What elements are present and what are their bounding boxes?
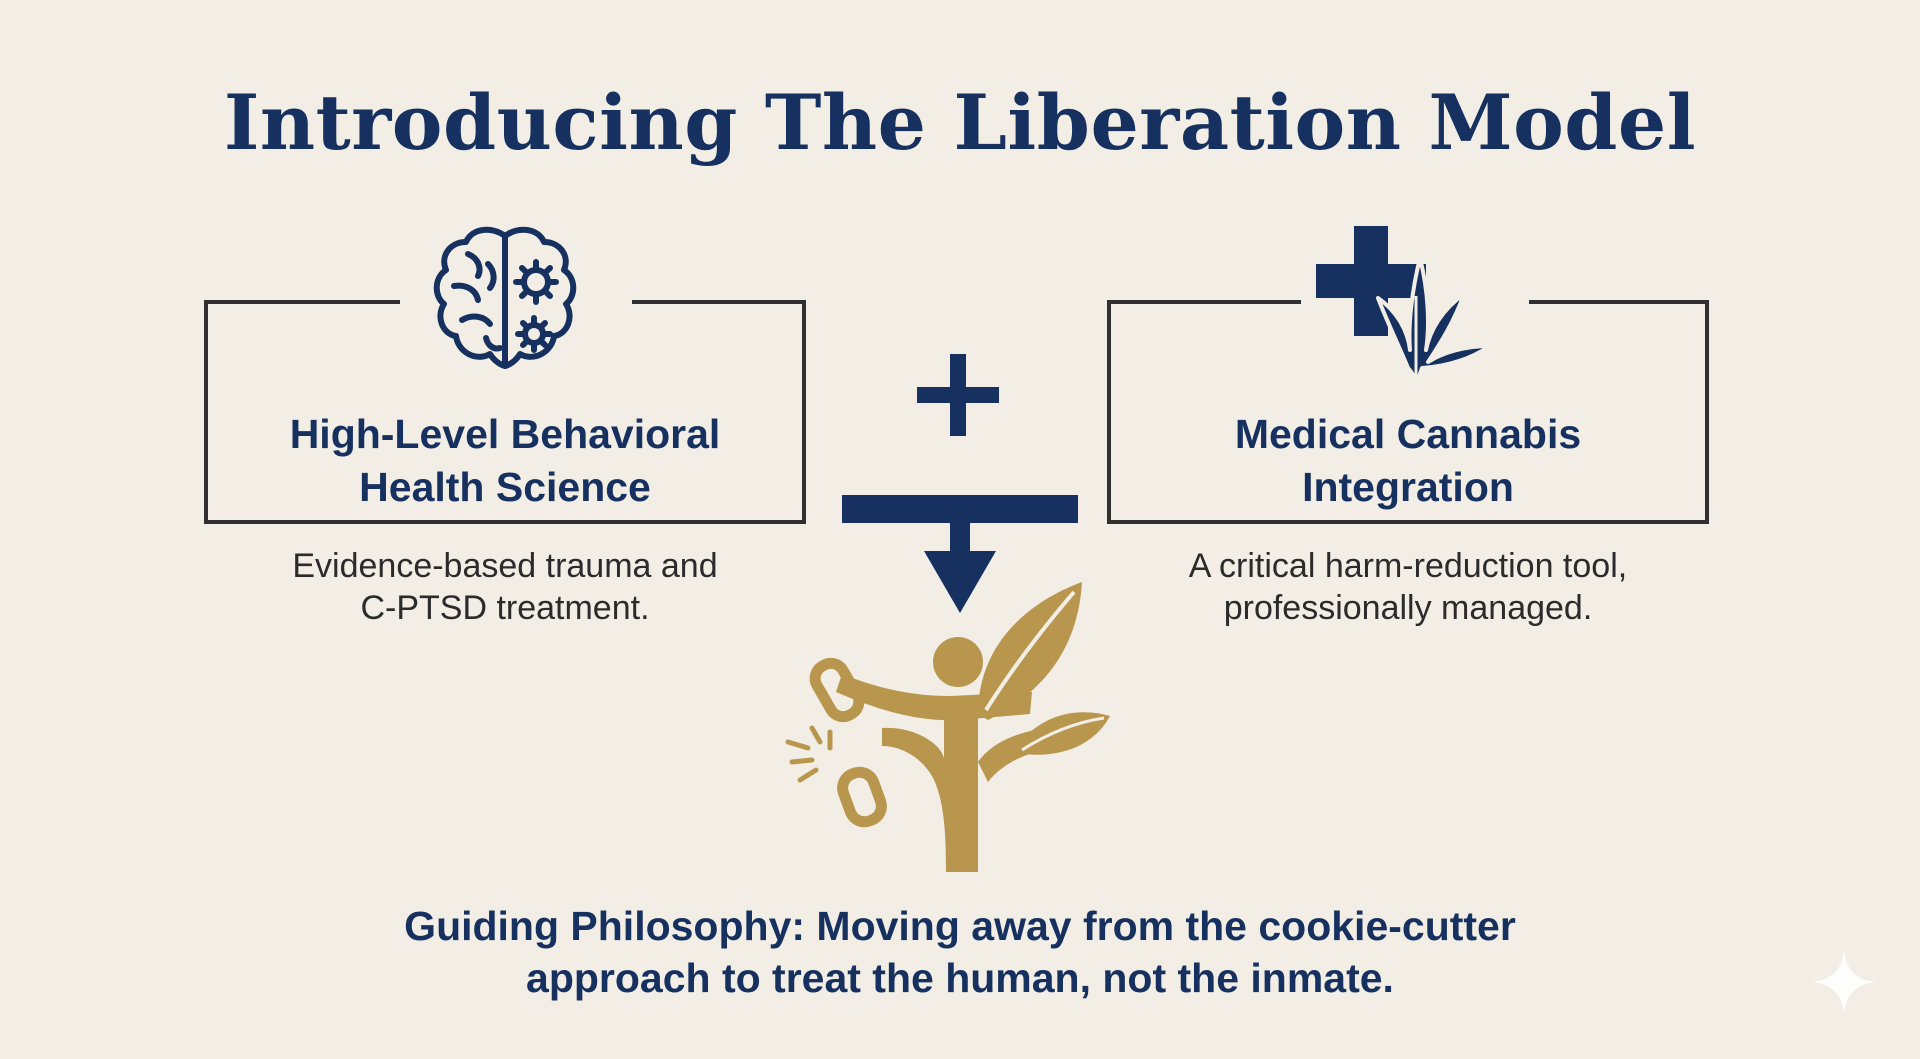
brain-gear-icon: [432, 224, 582, 381]
page-title: Introducing The Liberation Model: [223, 78, 1697, 167]
guiding-philosophy-line-1: Guiding Philosophy: Moving away from the…: [404, 903, 1516, 949]
medical-cannabis-title-line-2: Integration: [1302, 464, 1514, 510]
medical-cannabis-description-line-2: professionally managed.: [1223, 589, 1593, 627]
medical-cannabis-description: A critical harm-reduction tool, professi…: [1107, 545, 1709, 629]
guiding-philosophy-line-2: approach to treat the human, not the inm…: [526, 955, 1394, 1001]
behavioral-health-title-line-1: High-Level Behavioral: [289, 411, 721, 457]
medical-cannabis-title-line-1: Medical Cannabis: [1234, 411, 1582, 457]
person-breaking-chains-with-leaves-icon: [782, 582, 1128, 877]
card-border-gap: [400, 298, 632, 306]
plus-icon: [917, 354, 999, 441]
behavioral-health-title: High-Level Behavioral Health Science: [208, 408, 802, 514]
behavioral-health-description-line-1: Evidence-based trauma and: [292, 547, 718, 585]
behavioral-health-description: Evidence-based trauma and C-PTSD treatme…: [204, 545, 806, 629]
medical-cannabis-title: Medical Cannabis Integration: [1111, 408, 1705, 514]
behavioral-health-card: High-Level Behavioral Health Science: [204, 298, 806, 524]
guiding-philosophy: Guiding Philosophy: Moving away from the…: [0, 900, 1920, 1004]
behavioral-health-description-line-2: C-PTSD treatment.: [360, 589, 650, 627]
sparkle-icon: [1812, 950, 1876, 1019]
medical-cannabis-description-line-1: A critical harm-reduction tool,: [1188, 547, 1628, 585]
medical-cross-cannabis-leaf-icon: [1316, 226, 1500, 387]
behavioral-health-title-line-2: Health Science: [359, 464, 651, 510]
t-down-arrow-icon: [842, 495, 1078, 620]
